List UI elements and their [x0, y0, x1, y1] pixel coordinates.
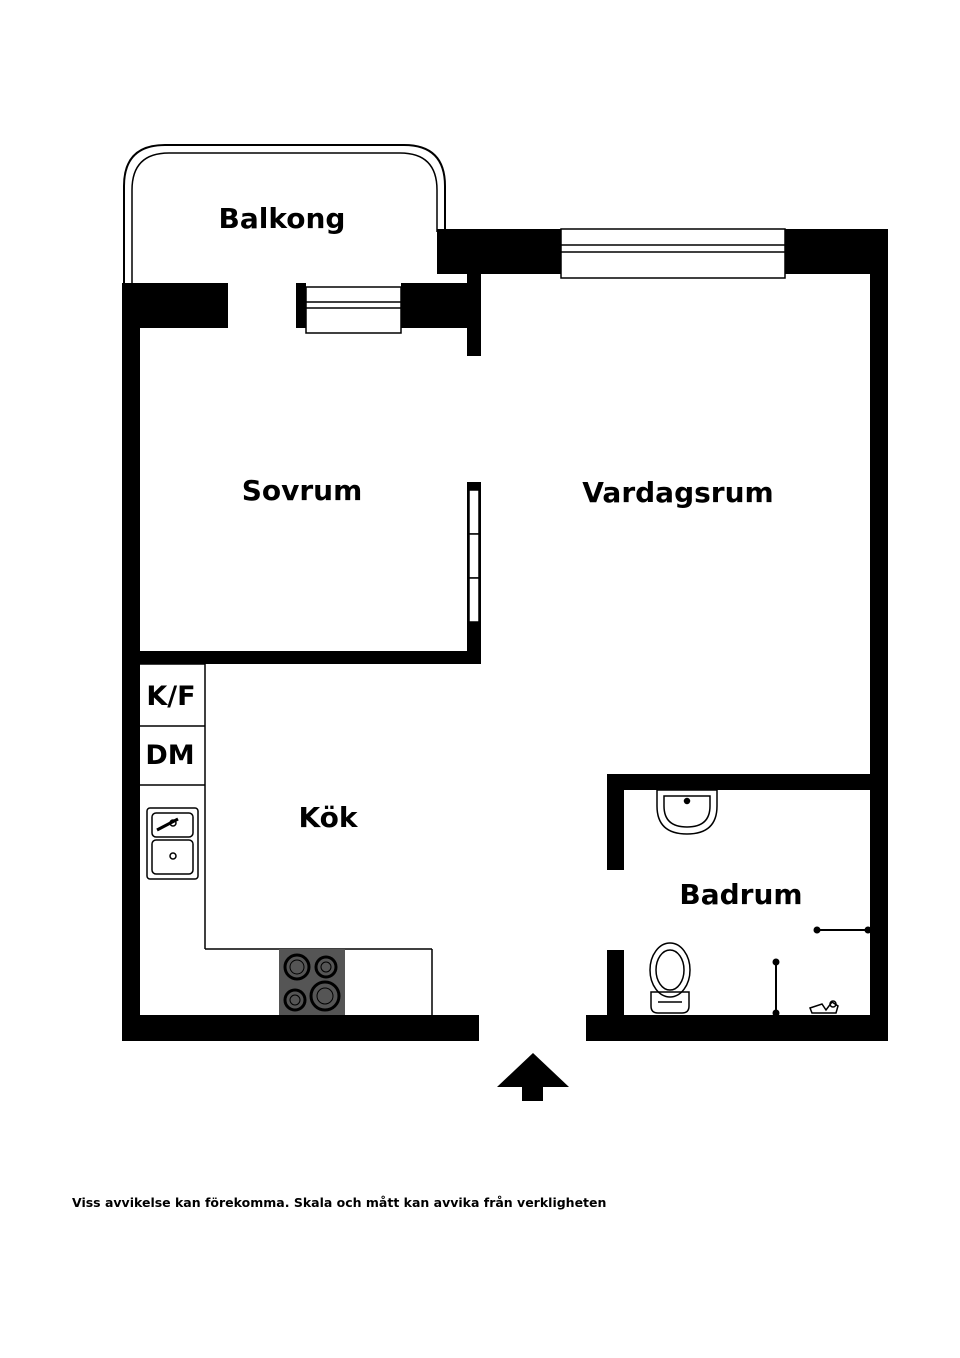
window-living-room	[560, 228, 786, 279]
window-balcony-door	[305, 286, 402, 334]
balcony	[123, 144, 446, 283]
disclaimer-text: Viss avvikelse kan förekomma. Skala och …	[72, 1195, 607, 1210]
dishwasher-label: DM	[145, 740, 194, 771]
shower-icon	[772, 926, 872, 1017]
room-label-bathroom: Badrum	[679, 878, 802, 911]
room-label-kitchen: Kök	[298, 801, 358, 834]
fridge-freezer-label: K/F	[146, 681, 195, 712]
toilet-icon	[649, 942, 691, 1014]
room-label-bedroom: Sovrum	[242, 474, 363, 507]
room-label-balcony: Balkong	[219, 202, 346, 235]
wardrobe	[468, 489, 480, 623]
room-label-living-room: Vardagsrum	[582, 476, 773, 509]
arrow-up-icon	[497, 1053, 569, 1101]
sink-icon	[146, 807, 199, 880]
washbasin-icon	[656, 789, 718, 835]
stove-icon	[279, 949, 345, 1015]
walls	[122, 229, 888, 1041]
